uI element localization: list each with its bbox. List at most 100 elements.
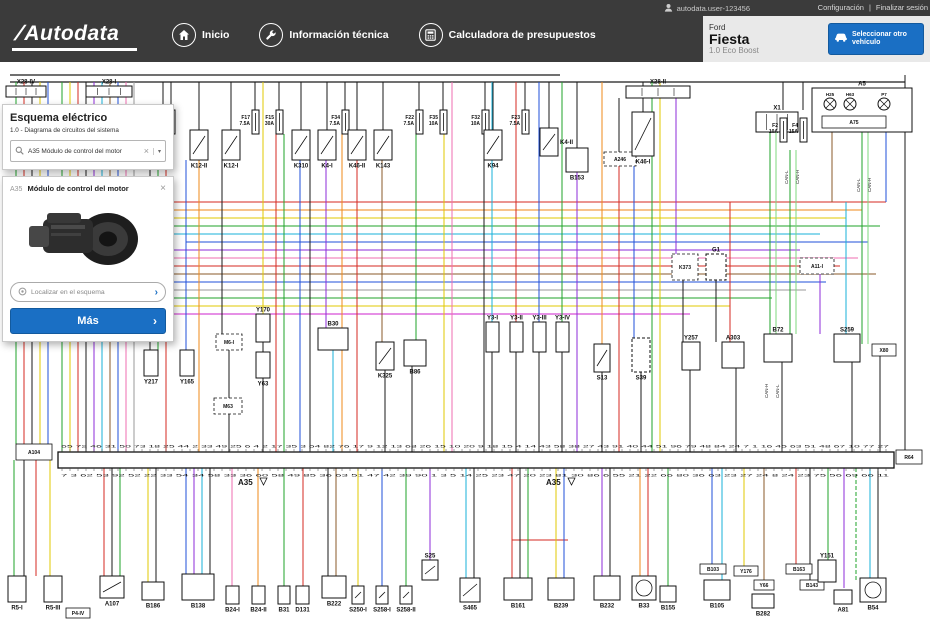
svg-text:CAN-H: CAN-H [795, 170, 800, 184]
svg-text:S25: S25 [425, 554, 436, 560]
select-vehicle-button[interactable]: Seleccionar otro vehículo [828, 23, 924, 55]
main-nav: Inicio Información técnica Calculadora d… [172, 8, 596, 62]
locate-button[interactable]: Localizar en el esquema › [10, 282, 166, 302]
panel-title: Esquema eléctrico [10, 112, 166, 124]
svg-text:A35: A35 [546, 478, 561, 487]
svg-text:B155: B155 [661, 606, 676, 612]
svg-text:B54: B54 [867, 606, 879, 612]
svg-text:K4-II: K4-II [560, 140, 573, 146]
svg-text:K310: K310 [294, 164, 309, 170]
chevron-down-icon[interactable]: ▾ [153, 148, 161, 155]
user-icon [664, 3, 673, 14]
svg-text:K46-II: K46-II [349, 164, 366, 170]
svg-text:X28-II: X28-II [650, 80, 666, 86]
svg-text:A81: A81 [837, 608, 849, 614]
svg-text:D131: D131 [295, 608, 310, 614]
svg-text:F3210A: F3210A [471, 115, 481, 127]
svg-text:B72: B72 [772, 328, 784, 334]
target-icon [18, 287, 27, 298]
svg-text:S13: S13 [597, 376, 608, 382]
svg-text:K325: K325 [378, 374, 393, 380]
svg-text:CAN-H: CAN-H [867, 178, 872, 192]
svg-text:B232: B232 [600, 604, 615, 610]
svg-text:H25: H25 [826, 92, 835, 97]
svg-text:X28-I: X28-I [102, 80, 117, 86]
locate-label: Localizar en el esquema [31, 289, 105, 296]
svg-text:K143: K143 [376, 164, 391, 170]
svg-text:B105: B105 [710, 604, 725, 610]
svg-text:X80: X80 [880, 348, 889, 354]
svg-text:Y170: Y170 [256, 308, 271, 314]
svg-text:P4-IV: P4-IV [72, 611, 85, 617]
svg-text:S258-II: S258-II [396, 608, 416, 614]
logo-text: Autodata [24, 22, 119, 45]
select-vehicle-label: Seleccionar otro vehículo [852, 31, 918, 48]
svg-text:Y3-II: Y3-II [510, 316, 523, 322]
svg-text:65 72 46 31 50 73 18 25 44 2 3: 65 72 46 31 50 73 18 25 44 2 33 49 25 6 … [61, 444, 891, 449]
svg-text:B30: B30 [327, 322, 339, 328]
svg-text:R5-I: R5-I [11, 606, 23, 612]
component-card: A35 Módulo de control del motor × [2, 176, 174, 342]
chevron-right-icon: › [153, 314, 157, 328]
svg-text:A11-I: A11-I [811, 264, 824, 270]
svg-text:F347.5A: F347.5A [329, 115, 340, 127]
component-code: A35 [10, 186, 22, 193]
close-icon[interactable]: × [160, 184, 166, 194]
svg-text:S259: S259 [840, 328, 855, 334]
svg-text:A35: A35 [238, 478, 253, 487]
panel-subtitle: 1.0 - Diagrama de circuitos del sistema [10, 127, 166, 134]
home-icon [172, 23, 196, 47]
svg-text:M6-I: M6-I [224, 340, 235, 346]
svg-text:CAN-L: CAN-L [775, 384, 780, 398]
autodata-logo[interactable]: /Autodata [12, 22, 137, 51]
svg-text:B24-I: B24-I [225, 608, 240, 614]
svg-text:B103: B103 [707, 567, 719, 573]
svg-text:A107: A107 [105, 602, 120, 608]
svg-text:R5-III: R5-III [46, 606, 61, 612]
svg-text:Y63: Y63 [258, 382, 269, 388]
svg-text:B161: B161 [511, 604, 526, 610]
schematic-card: Esquema eléctrico 1.0 - Diagrama de circ… [2, 104, 174, 170]
svg-text:B282: B282 [756, 612, 771, 618]
svg-text:S258-I: S258-I [373, 608, 391, 614]
svg-text:A246: A246 [614, 157, 626, 163]
svg-text:B143: B143 [806, 583, 818, 589]
nav-label: Información técnica [289, 29, 388, 41]
svg-text:S39: S39 [636, 376, 647, 382]
svg-text:K4-I: K4-I [321, 164, 333, 170]
nav-item-inicio[interactable]: Inicio [172, 23, 229, 47]
selected-component: A35 Módulo de control del motor [28, 148, 140, 155]
svg-text:CAN-H: CAN-H [764, 384, 769, 398]
chevron-right-icon: › [155, 287, 158, 298]
svg-text:7 3 62 53 92 52 22 33 54 34 58: 7 3 62 53 92 52 22 33 54 34 58 33 36 60 … [61, 473, 891, 478]
account-area[interactable]: autodata.user-123456 [664, 3, 750, 14]
more-label: Más [77, 315, 98, 327]
nav-label: Calculadora de presupuestos [449, 29, 596, 41]
svg-text:CAN-L: CAN-L [784, 170, 789, 184]
svg-text:M63: M63 [223, 404, 233, 410]
svg-text:A104: A104 [28, 450, 40, 456]
logout-link[interactable]: Finalizar sesión [876, 3, 928, 12]
svg-text:Y165: Y165 [180, 380, 195, 386]
svg-text:B24-II: B24-II [250, 608, 267, 614]
component-card-header: A35 Módulo de control del motor × [10, 184, 166, 194]
nav-item-calculadora[interactable]: Calculadora de presupuestos [419, 23, 596, 47]
svg-text:K46-I: K46-I [636, 160, 651, 166]
vehicle-engine: 1.0 Eco Boost [709, 46, 759, 55]
schematic-panel: Esquema eléctrico 1.0 - Diagrama de circ… [2, 104, 174, 342]
vehicle-model: Fiesta [709, 32, 759, 47]
svg-text:Y66: Y66 [760, 583, 769, 589]
svg-text:B163: B163 [793, 567, 805, 573]
clear-icon[interactable]: × [144, 146, 149, 156]
svg-text:S465: S465 [463, 606, 478, 612]
nav-item-informacion-tecnica[interactable]: Información técnica [259, 23, 388, 47]
svg-text:Y257: Y257 [684, 336, 699, 342]
link-divider: | [869, 3, 871, 12]
config-link[interactable]: Configuración [818, 3, 864, 12]
search-icon [15, 146, 24, 157]
vehicle-panel: Ford Fiesta 1.0 Eco Boost Seleccionar ot… [703, 16, 930, 62]
component-search-select[interactable]: A35 Módulo de control del motor × ▾ [10, 140, 166, 162]
more-button[interactable]: Más › [10, 308, 166, 334]
svg-text:CAN-L: CAN-L [856, 178, 861, 192]
